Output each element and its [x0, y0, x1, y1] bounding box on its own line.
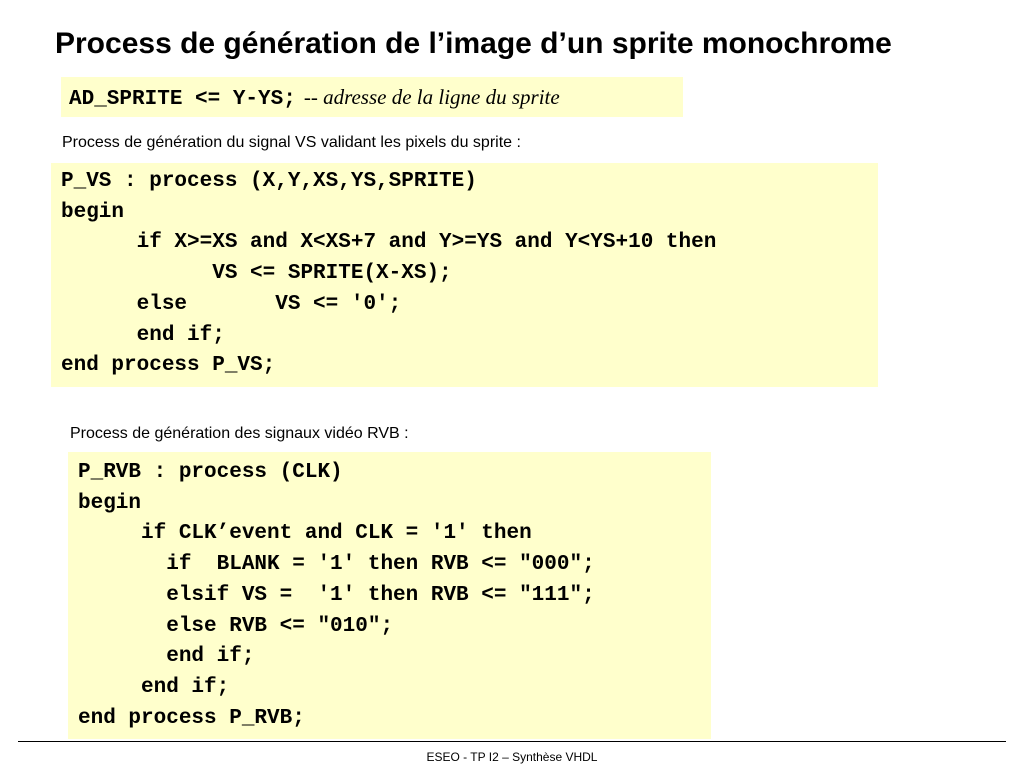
code-line: if BLANK = '1' then RVB <= "000";	[78, 553, 595, 577]
address-code-box: AD_SPRITE <= Y-YS; -- adresse de la ligne…	[61, 77, 683, 117]
address-comment: -- adresse de la ligne du sprite	[303, 85, 560, 109]
address-code: AD_SPRITE <= Y-YS;	[69, 88, 296, 111]
footer-divider	[18, 741, 1006, 742]
code-line: end process P_RVB;	[78, 706, 305, 730]
code-line: end if;	[61, 323, 225, 347]
code-line: VS <= SPRITE(X-XS);	[61, 262, 452, 286]
code-line: begin	[61, 200, 125, 224]
code-line: end if;	[78, 645, 255, 669]
vs-process-code-box: P_VS : process (X,Y,XS,YS,SPRITE) begin …	[51, 163, 878, 387]
code-line: if CLK’event and CLK = '1' then	[78, 522, 532, 546]
rvb-process-caption: Process de génération des signaux vidéo …	[70, 425, 409, 442]
code-line: elsif VS = '1' then RVB <= "111";	[78, 583, 595, 607]
footer-text: ESEO - TP I2 – Synthèse VHDL	[426, 750, 598, 764]
slide-title: Process de génération de l’image d’un sp…	[55, 27, 892, 60]
rvb-process-code-box: P_RVB : process (CLK) begin if CLK’event…	[68, 452, 711, 739]
code-line: P_VS : process (X,Y,XS,YS,SPRITE)	[61, 170, 477, 193]
code-line: end if;	[78, 675, 230, 699]
code-line: end process P_VS;	[61, 354, 276, 378]
vs-process-caption: Process de génération du signal VS valid…	[62, 134, 521, 151]
code-line: if X>=XS and X<XS+7 and Y>=YS and Y<YS+1…	[61, 231, 717, 255]
code-line: begin	[78, 491, 142, 515]
code-line: else VS <= '0';	[61, 292, 402, 316]
code-line: else RVB <= "010";	[78, 614, 394, 638]
code-line: P_RVB : process (CLK)	[78, 461, 343, 484]
